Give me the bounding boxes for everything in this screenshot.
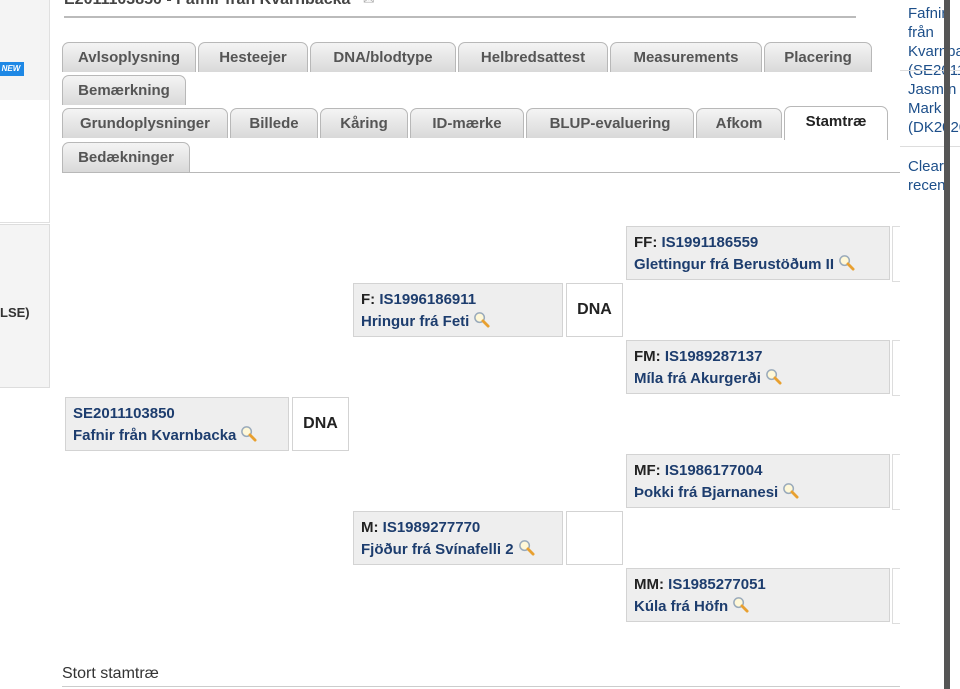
- dam-id-link[interactable]: IS1989277770: [382, 519, 481, 536]
- fm-dna-edge: [892, 340, 901, 396]
- recent-divider: [900, 146, 960, 147]
- dam-label: M:: [361, 519, 379, 536]
- sire-name-link[interactable]: Hringur frá Feti: [361, 313, 470, 330]
- mm-label: MM:: [634, 576, 664, 593]
- tab-karing[interactable]: Kåring: [320, 108, 408, 138]
- sidebar-panel-middle: [0, 100, 50, 223]
- recent-divider: [900, 70, 960, 71]
- mf-dna-edge: [892, 454, 901, 510]
- recent-horse-item[interactable]: Jasmín Mark (DK2020): [900, 80, 960, 137]
- tab-hesteejer[interactable]: Hesteejer: [198, 42, 308, 72]
- sire-id-link[interactable]: IS1996186911: [379, 291, 477, 308]
- mf-name-link[interactable]: Þokki frá Bjarnanesi: [634, 484, 779, 501]
- fm-id-link[interactable]: IS1989287137: [664, 348, 763, 365]
- tab-placering[interactable]: Placering: [764, 42, 872, 72]
- ff-id-link[interactable]: IS1991186559: [661, 234, 759, 251]
- recent-horse-item[interactable]: Fafnir från Kvarnbacka (SE2011103850): [900, 4, 960, 80]
- magnifier-icon[interactable]: [782, 482, 799, 499]
- tab-dna-blodtype[interactable]: DNA/blodtype: [310, 42, 456, 72]
- pedigree-mm: MM: IS1985277051 Kúla frá Höfn: [626, 568, 890, 622]
- clear-recent-link[interactable]: Clear recent: [908, 158, 950, 194]
- mm-dna-edge: [892, 568, 901, 624]
- subject-dna-badge: DNA: [292, 397, 349, 451]
- pedigree-dam: M: IS1989277770 Fjöður frá Svínafelli 2: [353, 511, 563, 565]
- left-sidebar: NEW LSE): [0, 0, 52, 689]
- pedigree-fm: FM: IS1989287137 Míla frá Akurgerði: [626, 340, 890, 394]
- mm-name-link[interactable]: Kúla frá Höfn: [634, 598, 729, 615]
- magnifier-icon[interactable]: [732, 596, 749, 613]
- tab-measurements[interactable]: Measurements: [610, 42, 762, 72]
- tab-bemaerkning[interactable]: Bemærkning: [62, 75, 186, 105]
- ff-dna-edge: [892, 226, 901, 282]
- sidebar-partial-text: LSE): [0, 305, 30, 320]
- sire-dna-badge: DNA: [566, 283, 623, 337]
- envelope-icon[interactable]: ✉: [363, 0, 375, 8]
- dam-dna-badge: [566, 511, 623, 565]
- footer-divider: [62, 686, 900, 687]
- recent-horses-panel: Fafnir från Kvarnbacka (SE2011103850) Ja…: [900, 0, 960, 689]
- page-header: E2011103850 - Fafnir från Kvarnbacka ✉: [64, 0, 856, 18]
- magnifier-icon[interactable]: [838, 254, 855, 271]
- mf-id-link[interactable]: IS1986177004: [664, 462, 763, 479]
- tab-helbredsattest[interactable]: Helbredsattest: [458, 42, 608, 72]
- pedigree-sire: F: IS1996186911 Hringur frá Feti: [353, 283, 563, 337]
- tab-bar-divider: [62, 172, 900, 173]
- subject-id: SE2011103850: [73, 405, 175, 422]
- sire-label: F:: [361, 291, 376, 308]
- recent-horse-line: Jasmín: [908, 81, 957, 98]
- fm-label: FM:: [634, 348, 661, 365]
- pedigree-mf: MF: IS1986177004 Þokki frá Bjarnanesi: [626, 454, 890, 508]
- page-title: E2011103850 - Fafnir från Kvarnbacka: [64, 0, 350, 8]
- pedigree-ff: FF: IS1991186559 Glettingur frá Berustöð…: [626, 226, 890, 280]
- recent-horse-line: Kvarnbacka: [908, 43, 960, 60]
- recent-horse-line: Fafnir från: [908, 5, 947, 41]
- fm-name-link[interactable]: Míla frá Akurgerði: [634, 370, 761, 387]
- big-pedigree-link[interactable]: Stort stamtræ: [62, 665, 159, 682]
- tab-grundoplysninger[interactable]: Grundoplysninger: [62, 108, 228, 138]
- recent-horse-line: Mark: [908, 100, 942, 117]
- sidebar-panel-top: [0, 0, 50, 100]
- magnifier-icon[interactable]: [765, 368, 782, 385]
- magnifier-icon[interactable]: [518, 539, 535, 556]
- dam-name-link[interactable]: Fjöður frá Svínafelli 2: [361, 541, 514, 558]
- ff-label: FF:: [634, 234, 658, 251]
- magnifier-icon[interactable]: [240, 425, 257, 442]
- ff-name-link[interactable]: Glettingur frá Berustöðum II: [634, 256, 835, 273]
- mf-label: MF:: [634, 462, 661, 479]
- tab-blup-evaluering[interactable]: BLUP-evaluering: [526, 108, 694, 138]
- magnifier-icon[interactable]: [473, 311, 490, 328]
- pedigree-subject: SE2011103850 Fafnir från Kvarnbacka: [65, 397, 289, 451]
- new-badge: NEW: [0, 62, 24, 76]
- mm-id-link[interactable]: IS1985277051: [668, 576, 766, 593]
- recent-horse-line: (DK2020): [908, 119, 960, 136]
- tab-avlsoplysning[interactable]: Avlsoplysning: [62, 42, 196, 72]
- tab-stamtrae[interactable]: Stamtræ: [784, 106, 888, 140]
- tab-bedaekninger[interactable]: Bedækninger: [62, 142, 190, 172]
- sidebar-panel-bottom: [0, 224, 50, 388]
- tab-billede[interactable]: Billede: [230, 108, 318, 138]
- tab-afkom[interactable]: Afkom: [696, 108, 782, 138]
- subject-name-link[interactable]: Fafnir från Kvarnbacka: [73, 427, 237, 444]
- vertical-scrollbar[interactable]: [944, 0, 950, 689]
- tab-id-maerke[interactable]: ID-mærke: [410, 108, 524, 138]
